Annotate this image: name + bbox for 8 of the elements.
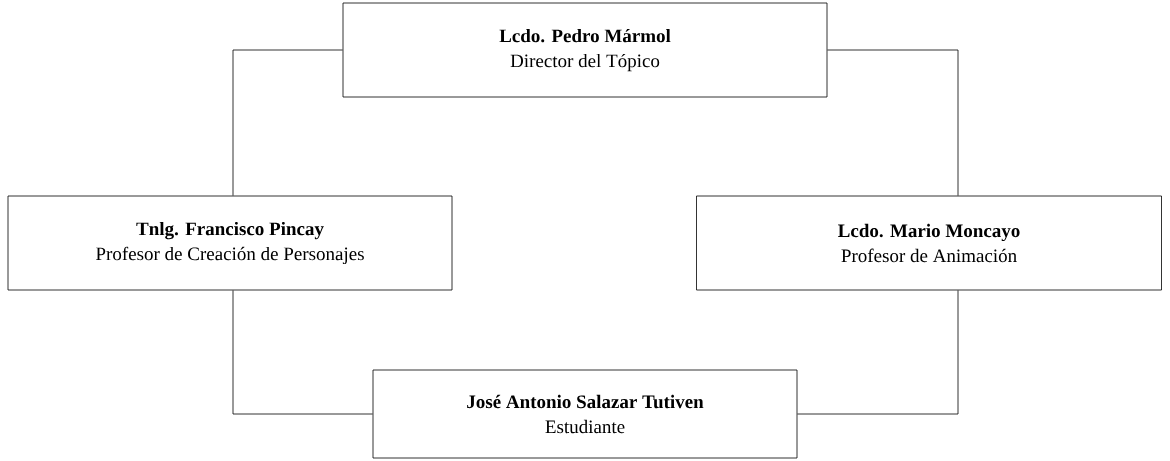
person-box: Tnlg. Francisco Pincay Profesor de Creación de Personajes [7,195,453,291]
connector-line [232,49,343,196]
person-box: Lcdo. Pedro Mármol Director del Tópico [342,2,828,98]
connector-line [827,49,959,196]
person-box: José Antonio Salazar Tutiven Estudiante [372,369,798,459]
connector-line [232,290,373,415]
person-box: Lcdo. Mario Moncayo Profesor de Animación [696,195,1162,291]
connector-line [797,290,959,415]
